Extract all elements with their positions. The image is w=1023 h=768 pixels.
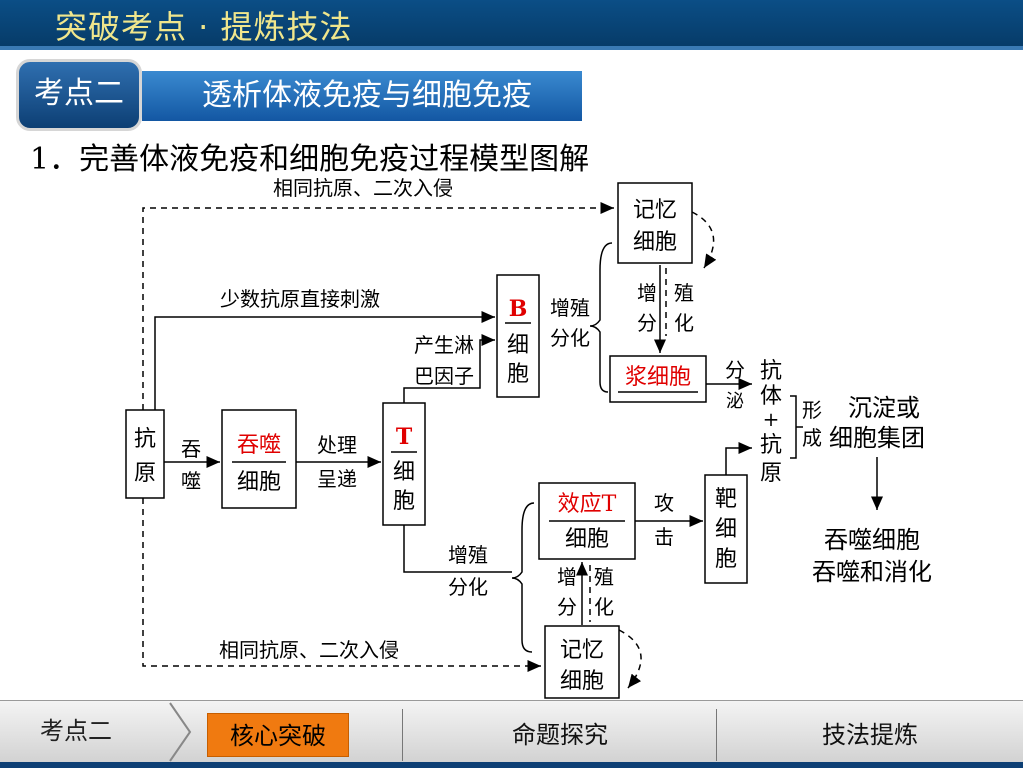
phago-label-1: 吞: [181, 437, 201, 461]
ab-ag-3: +: [763, 407, 780, 431]
immune-process-diagram: 抗 原 吞 噬 吞噬 细胞 处理 呈递 T 细 胞 产生淋 巴因子 少数抗原直接…: [125, 176, 932, 699]
b-cell-bottom-2: 胞: [507, 362, 529, 387]
tab-divider: [402, 709, 403, 761]
antigen-text-1: 抗: [134, 427, 156, 452]
form-label-2: 成: [802, 426, 822, 450]
tab-proposition-inquiry[interactable]: 命题探究: [512, 721, 608, 749]
prolif-top-right-2: 化: [674, 311, 694, 335]
secrete-label-2: 泌: [726, 391, 744, 412]
t-cell-bottom-1: 细: [393, 460, 415, 485]
section-heading: 1．完善体液免疫和细胞免疫过程模型图解: [30, 142, 590, 177]
prolif-bottom-left-2: 分: [557, 595, 577, 619]
phago-digest-2: 吞噬和消化: [812, 558, 932, 586]
b-cell-box: [496, 274, 540, 398]
tab-core-breakthrough[interactable]: 核心突破: [207, 713, 349, 757]
chevron-right-icon: [169, 702, 192, 762]
lymphokine-label-1: 产生淋: [414, 333, 474, 357]
prolif-top-right-1: 殖: [674, 281, 694, 305]
prolif-bottom-right-2: 化: [594, 595, 614, 619]
title-bar: 突破考点 · 提炼技法: [0, 0, 1023, 50]
ab-ag-1: 抗: [760, 359, 782, 384]
reinvade-label-top: 相同抗原、二次入侵: [273, 176, 453, 200]
topic-title: 透析体液免疫与细胞免疫: [142, 71, 582, 121]
few-antigen-label: 少数抗原直接刺激: [220, 287, 380, 311]
tab-technique-refine[interactable]: 技法提炼: [822, 721, 918, 749]
memory-t-2: 细胞: [560, 669, 604, 694]
bottom-nav: 考点二 核心突破 命题探究 技法提炼: [0, 700, 1023, 768]
t-cell-bottom-2: 胞: [393, 489, 415, 514]
effector-t-top: 效应T: [558, 492, 617, 517]
prolif-bottom-left-1: 增: [557, 565, 577, 589]
topic-badge: 考点二: [16, 59, 142, 131]
nav-current-topic[interactable]: 考点二: [40, 717, 112, 745]
target-cell-1: 靶: [715, 487, 737, 512]
prolif-bottom-right-1: 殖: [594, 565, 614, 589]
ab-ag-2: 体: [760, 384, 782, 409]
precipitate-2: 细胞集团: [829, 424, 925, 452]
ab-ag-5: 原: [760, 461, 782, 486]
process-label-1: 处理: [317, 433, 357, 457]
phagocyte-bottom: 细胞: [237, 470, 281, 495]
t-prolif-label-1: 增殖: [448, 543, 488, 567]
antigen-text-2: 原: [134, 461, 156, 486]
prolif-top-left-1: 增: [637, 281, 657, 305]
phago-label-2: 噬: [181, 469, 201, 493]
target-cell-2: 细: [715, 517, 737, 542]
secrete-label-1: 分: [725, 358, 745, 382]
process-label-2: 呈递: [317, 467, 357, 491]
plasma-cell: 浆细胞: [625, 365, 691, 390]
page-title: 突破考点 · 提炼技法: [55, 8, 353, 46]
phago-digest-1: 吞噬细胞: [824, 526, 920, 554]
tab-divider: [716, 709, 717, 761]
reinvade-label-bottom: 相同抗原、二次入侵: [219, 638, 399, 662]
effector-t-bottom: 细胞: [565, 527, 609, 552]
footer-stripe: [0, 762, 1023, 768]
form-label-1: 形: [802, 398, 822, 422]
memory-b-box: [617, 182, 693, 264]
attack-label-1: 攻: [654, 491, 674, 515]
prolif-top-left-2: 分: [637, 311, 657, 335]
b-prolif-label-2: 分化: [550, 326, 590, 350]
phagocyte-box: [221, 409, 297, 509]
title-bar-stripe: [0, 46, 1023, 50]
t-prolif-label-2: 分化: [448, 575, 488, 599]
b-cell-bottom-1: 细: [507, 333, 529, 358]
memory-b-2: 细胞: [633, 230, 677, 255]
ab-ag-4: 抗: [760, 433, 782, 458]
t-cell-top: T: [396, 424, 413, 450]
attack-label-2: 击: [654, 525, 674, 549]
plasma-cell-box: [609, 355, 707, 403]
antigen-box: [125, 409, 165, 499]
b-prolif-label-1: 增殖: [550, 296, 590, 320]
memory-t-1: 记忆: [560, 638, 604, 663]
memory-t-box: [544, 625, 620, 699]
b-cell-top: B: [509, 296, 528, 322]
target-cell-3: 胞: [715, 547, 737, 572]
phagocyte-top: 吞噬: [237, 433, 281, 458]
lymphokine-label-2: 巴因子: [414, 364, 474, 388]
precipitate-1: 沉淀或: [848, 394, 920, 422]
memory-b-1: 记忆: [633, 198, 677, 223]
